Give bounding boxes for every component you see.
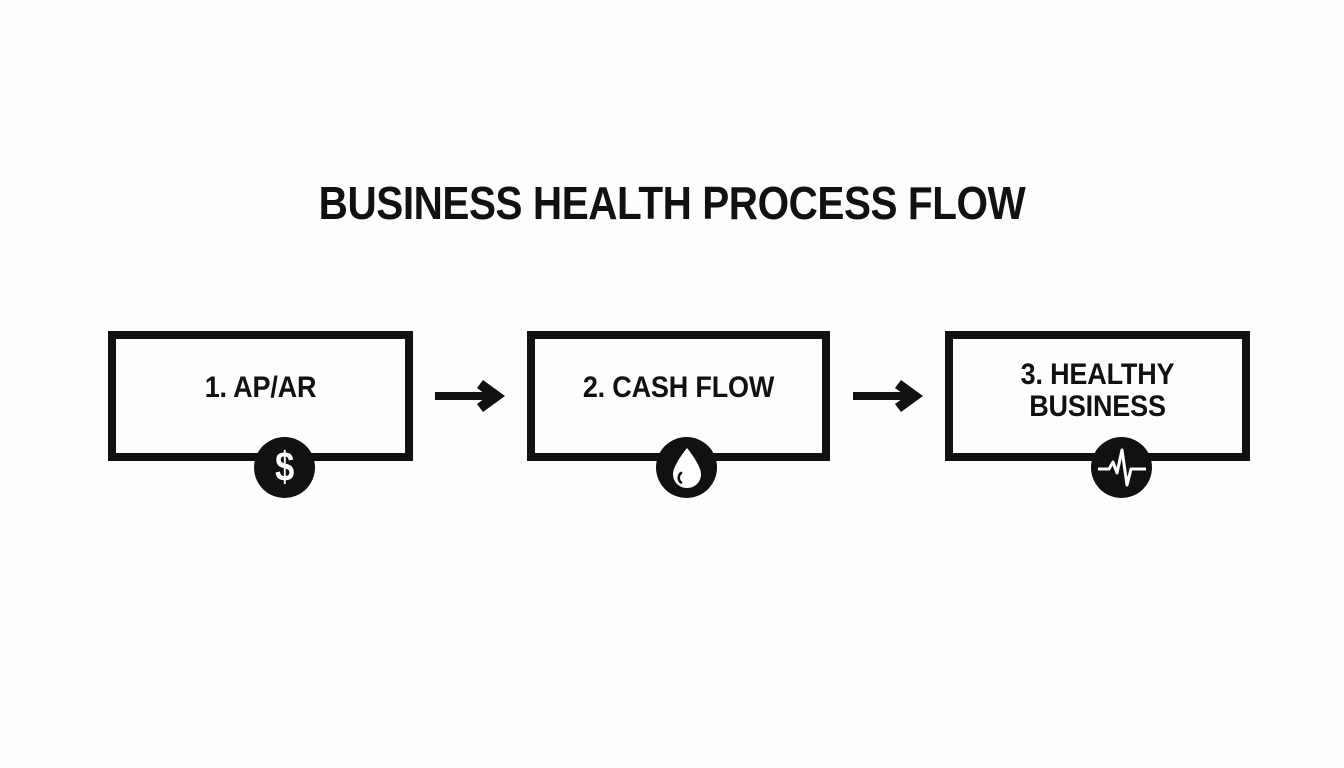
process-step-2[interactable]: 2. CASH FLOW (527, 331, 830, 498)
process-step-1-label: 1. AP/AR (204, 371, 317, 404)
page-title: BUSINESS HEALTH PROCESS FLOW (318, 177, 1026, 229)
heartbeat-pulse-icon (1091, 437, 1152, 498)
arrow-step2-to-step3-icon (853, 377, 929, 415)
process-flow-row: 1. AP/AR $ 2. CASH FLOW (108, 331, 1250, 498)
arrow-step1-to-step2-icon (435, 377, 511, 415)
process-step-2-label: 2. CASH FLOW (582, 371, 775, 404)
process-step-1[interactable]: 1. AP/AR $ (108, 331, 413, 498)
dollar-sign-glyph: $ (274, 442, 295, 490)
water-droplet-icon (656, 437, 717, 498)
process-step-3-label: 3. HEALTHY BUSINESS (1020, 358, 1175, 424)
process-step-3[interactable]: 3. HEALTHY BUSINESS (945, 331, 1250, 498)
dollar-sign-icon: $ (254, 437, 315, 498)
